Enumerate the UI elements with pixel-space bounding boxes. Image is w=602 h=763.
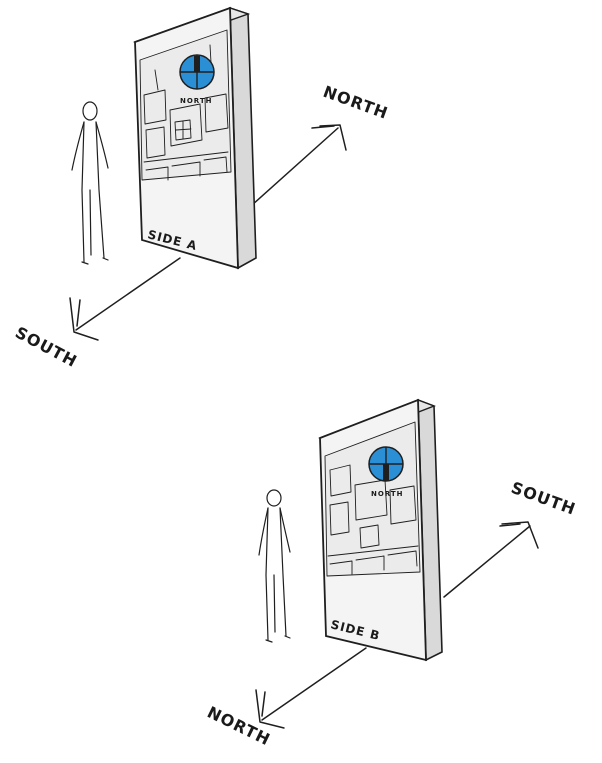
north-arrow-a bbox=[252, 125, 346, 205]
north-arrow-b bbox=[256, 648, 366, 728]
arrow-label-north-a: NORTH bbox=[321, 82, 391, 123]
compass-icon-a bbox=[180, 55, 214, 89]
compass-label-b: NORTH bbox=[371, 490, 404, 498]
arrow-label-south-b: SOUTH bbox=[509, 478, 579, 519]
pedestrian-figure-a bbox=[72, 102, 108, 264]
south-arrow-b bbox=[444, 522, 538, 597]
arrow-label-south-a: SOUTH bbox=[12, 323, 80, 371]
pedestrian-figure-b bbox=[259, 490, 290, 642]
south-arrow-a bbox=[70, 258, 180, 340]
kiosk-side-b: NORTH SIDE B SOUTH NORTH bbox=[204, 400, 578, 749]
compass-label-a: NORTH bbox=[180, 97, 213, 105]
kiosk-side-a: NORTH SIDE A NORTH SOUTH bbox=[12, 8, 391, 371]
compass-icon-b bbox=[369, 447, 403, 481]
